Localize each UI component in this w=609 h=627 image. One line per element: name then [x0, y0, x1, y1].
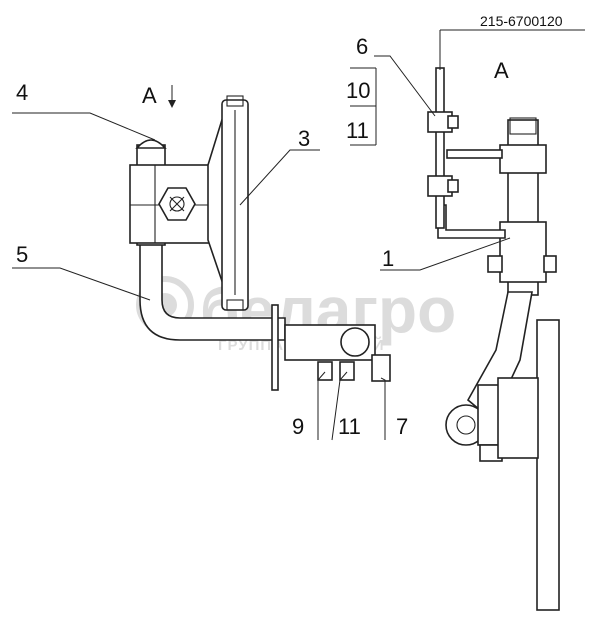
callout-6: 6 — [356, 34, 368, 59]
bolt-7 — [371, 354, 391, 382]
view-title: A — [494, 58, 509, 83]
section-arrow-icon — [168, 100, 176, 108]
callout-4: 4 — [16, 80, 28, 105]
upper-collar — [499, 144, 547, 174]
callout-7: 7 — [396, 414, 408, 439]
callout-10: 10 — [346, 78, 370, 103]
labels: A A 215-6700120 4 3 5 6 10 11 1 9 11 7 — [16, 13, 563, 439]
left-assembly — [129, 95, 391, 391]
callout-1: 1 — [382, 246, 394, 271]
section-marker: A — [142, 83, 157, 108]
right-assembly — [427, 67, 560, 611]
lower-collar — [499, 221, 547, 283]
callout-3: 3 — [298, 126, 310, 151]
callout-11-top: 11 — [346, 118, 369, 143]
post-cap — [135, 139, 167, 149]
callout-11-bottom: 11 — [338, 414, 361, 439]
callout-5: 5 — [16, 242, 28, 267]
rod-end-plate — [271, 304, 279, 391]
side-plate — [536, 319, 560, 611]
callout-9: 9 — [292, 414, 304, 439]
part-code: 215-6700120 — [480, 13, 563, 29]
small-bracket — [435, 67, 445, 229]
leader-lines — [12, 29, 585, 441]
